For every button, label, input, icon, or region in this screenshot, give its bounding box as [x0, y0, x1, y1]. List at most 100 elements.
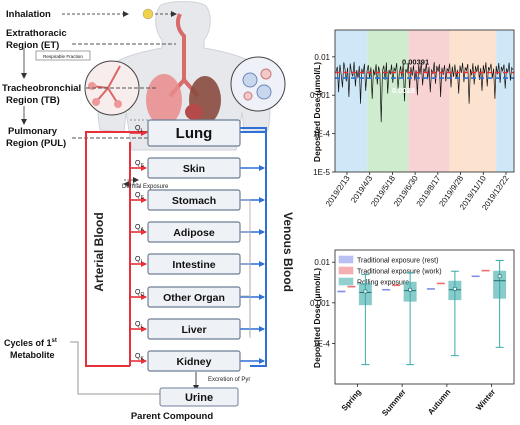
- urine-label: Urine: [185, 392, 213, 404]
- box-mean: [408, 287, 412, 292]
- box-plot-frame: [334, 249, 515, 385]
- box-mean: [497, 274, 502, 279]
- heart: [185, 104, 203, 120]
- compartment-label: Lung: [176, 125, 213, 142]
- box-mean: [363, 289, 368, 294]
- compartment-other-organ: Other Organ QO: [130, 286, 265, 308]
- label-et-2: Region (ET): [6, 40, 59, 51]
- season-band-autumn: [449, 30, 497, 172]
- compartment-box: [147, 350, 241, 372]
- box-ytick-label: 0.01: [314, 258, 330, 267]
- box-iqr: [358, 282, 372, 306]
- cycle-line: [70, 341, 230, 395]
- compartment-adipose: Adipose QA: [130, 221, 265, 243]
- ts-annotation-2: 0.0028: [392, 86, 415, 95]
- season-band-winter: [496, 30, 514, 172]
- box-ytick-label: 1E-4: [313, 339, 330, 348]
- box-iqr: [403, 281, 417, 302]
- compartment-liver: Liver QL: [130, 318, 265, 340]
- flow-label: QL: [135, 321, 143, 330]
- ts-season-bands: [335, 30, 514, 172]
- label-tb-1: Tracheobronchial: [2, 83, 81, 94]
- legend-swatch: [338, 266, 354, 275]
- venous-return-to-lung: [229, 125, 267, 132]
- flow-label: QA: [135, 224, 144, 233]
- season-band-summer: [408, 30, 450, 172]
- particles-icon: [142, 8, 154, 20]
- compartment-label: Skin: [183, 163, 205, 175]
- respirable-box: [35, 50, 91, 61]
- compartment-lung: Lung QL: [130, 119, 241, 147]
- flow-label: QL: [135, 125, 143, 134]
- compartment-box: [147, 119, 241, 147]
- box-xtick-label: Winter: [474, 388, 497, 413]
- portal-connector: [240, 263, 251, 336]
- portal-connector: [240, 295, 251, 338]
- compartment-box: [147, 318, 241, 340]
- compartment-label: Liver: [181, 324, 206, 336]
- label-inhalation: Inhalation: [6, 9, 51, 20]
- box-ylabel: Deposited Dose (μmol/L): [312, 268, 322, 368]
- portal-connector: [240, 199, 251, 332]
- flow-label: QK: [135, 353, 144, 362]
- cycles-label-1: Cycles of 1st: [4, 338, 57, 348]
- box-mean: [453, 287, 457, 291]
- compartment-label: Adipose: [173, 227, 215, 239]
- ts-annotation-1: 0.00391: [402, 57, 429, 66]
- urine-box: [159, 387, 239, 407]
- box-ytick-label: 0.001: [310, 299, 331, 308]
- box-iqr: [493, 270, 507, 299]
- lung-zoom-right: [230, 56, 286, 112]
- flow-label: QS: [135, 192, 144, 201]
- arterial-blood-label: Arterial Blood: [92, 212, 106, 291]
- alveoli-dot: [88, 82, 96, 90]
- compartment-label: Other Organ: [163, 292, 225, 304]
- legend-swatch: [338, 277, 354, 286]
- compartment-list: LungQLSkinQSStomachQSAdiposeQAIntestineQ…: [130, 119, 265, 372]
- ts-xtick-label: 2019/2/13: [324, 174, 352, 209]
- box-xtick-label: Spring: [340, 387, 363, 412]
- box-xtick-label: Autumn: [426, 387, 452, 416]
- label-pul-2: Region (PUL): [6, 138, 66, 149]
- box-marks: [337, 260, 507, 366]
- alveolus: [260, 68, 272, 80]
- box-y-ticks: 0.01 0.001 1E-4: [310, 258, 335, 348]
- compartment-box: [147, 157, 241, 179]
- compartment-label: Stomach: [172, 195, 216, 207]
- legend-label: Traditional exposure (rest): [357, 258, 438, 265]
- chart-timeseries: Deposited Dose (μmol/L) 0.00391 0.0028 0…: [310, 29, 515, 212]
- cycles-label-2: Metabolite: [10, 350, 55, 360]
- ts-ytick-label: 1E-5: [313, 168, 330, 177]
- ts-ytick-label: 0.001: [310, 91, 331, 100]
- arterial-pathway: Arterial Blood: [85, 131, 148, 367]
- alveolus: [243, 91, 253, 101]
- portal-connector: [240, 231, 251, 334]
- season-band-winter: [335, 30, 368, 172]
- ts-x-ticks: 2019/2/132019/4/32019/5/182019/6/302019/…: [324, 172, 511, 212]
- compartment-box: [147, 286, 241, 308]
- pbpk-diagram: Inhalation Extrathoracic Region (ET) Res…: [2, 1, 295, 422]
- compartment-label: Kidney: [176, 356, 211, 368]
- label-pul-1: Pulmonary: [8, 126, 58, 137]
- box-xtick-label: Summer: [380, 388, 407, 418]
- venous-blood-label: Venous Blood: [281, 212, 295, 292]
- ts-ylabel: Deposited Dose (μmol/L): [312, 62, 322, 162]
- box-legend: Traditional exposure (rest) Traditional e…: [338, 255, 442, 287]
- alveoli-dot: [114, 100, 122, 108]
- alveoli-dot: [92, 98, 100, 106]
- venous-pathway: Venous Blood: [229, 125, 295, 367]
- box-x-ticks: Spring Summer Autumn Winter: [340, 384, 497, 418]
- flow-label: QO: [135, 289, 144, 298]
- legend-label: Rolling exposure: [357, 280, 409, 287]
- arterial-main-line: [85, 131, 148, 367]
- label-tb-2: Region (TB): [6, 95, 60, 106]
- ts-ytick-label: 1E-4: [313, 130, 330, 139]
- ts-ytick-label: 0.01: [314, 53, 330, 62]
- legend-swatch: [338, 255, 354, 264]
- legend-label: Traditional exposure (work): [357, 269, 442, 276]
- excretion-label: Excretion of Pyr: [208, 377, 250, 383]
- alveolus: [256, 84, 272, 100]
- flow-label: QI: [135, 256, 142, 265]
